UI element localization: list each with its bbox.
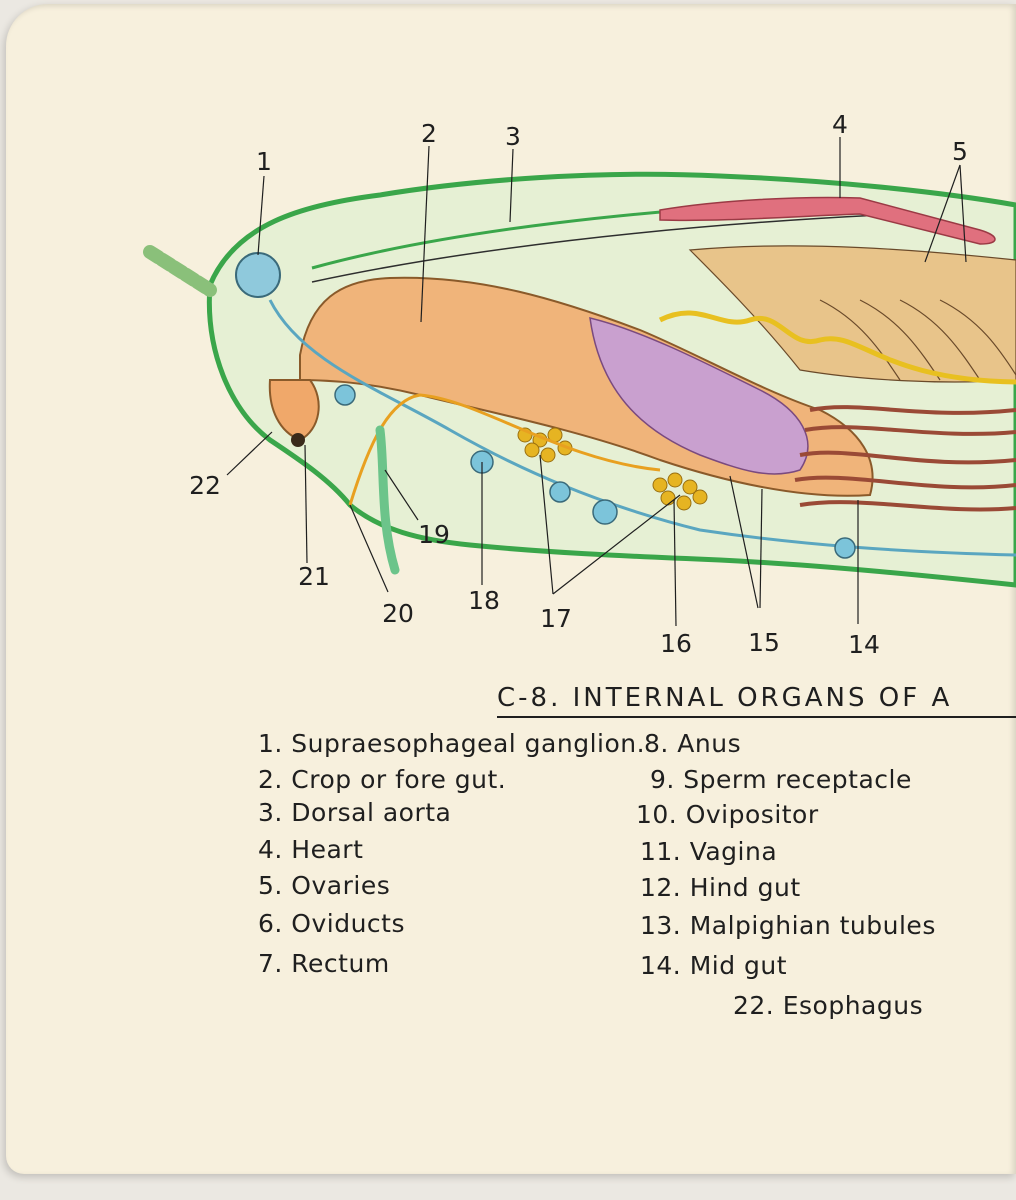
legend-item-12: 12. Hind gut bbox=[640, 873, 801, 902]
diagram-title: C-8. INTERNAL ORGANS OF A bbox=[497, 683, 1016, 718]
diagram-label-15: 15 bbox=[748, 628, 780, 657]
leader-lines bbox=[226, 137, 967, 627]
gastric-caeca bbox=[589, 317, 809, 475]
diagram-label-16: 16 bbox=[660, 629, 692, 658]
nerve-cord bbox=[268, 299, 1016, 557]
legend-item-10: 10. Ovipositor bbox=[636, 800, 819, 829]
anus-opening bbox=[291, 433, 305, 447]
antenna bbox=[143, 245, 217, 297]
nerve-ganglia bbox=[334, 384, 856, 559]
legend-item-2: 2. Crop or fore gut. bbox=[258, 765, 507, 794]
diagram-label-1: 1 bbox=[256, 147, 272, 176]
oviduct bbox=[658, 310, 1016, 385]
legend-item-9: 9. Sperm receptacle bbox=[650, 765, 912, 794]
diagram-label-18: 18 bbox=[468, 586, 500, 615]
legend-item-1: 1. Supraesophageal ganglion. bbox=[258, 729, 646, 758]
heart-organ bbox=[659, 196, 996, 245]
diagram-label-22: 22 bbox=[189, 471, 221, 500]
insect-anatomy-diagram: 1 2 3 4 5 14 15 16 17 18 19 20 21 22 bbox=[143, 110, 1016, 659]
legend-item-13: 13. Malpighian tubules bbox=[640, 911, 936, 940]
diagram-label-2: 2 bbox=[421, 119, 437, 148]
legend-item-11: 11. Vagina bbox=[640, 837, 778, 866]
legend-item-6: 6. Oviducts bbox=[258, 909, 406, 938]
diagram-label-14: 14 bbox=[848, 630, 880, 659]
legend-item-14: 14. Mid gut bbox=[640, 951, 788, 980]
diagram-label-19: 19 bbox=[418, 520, 450, 549]
legend-item-3: 3. Dorsal aorta bbox=[258, 798, 452, 827]
diagram-label-4: 4 bbox=[832, 110, 848, 139]
malpighian-tubules bbox=[794, 405, 1016, 512]
supraesophageal-ganglion bbox=[235, 252, 281, 298]
legend-item-5: 5. Ovaries bbox=[258, 871, 391, 900]
legend-item-4: 4. Heart bbox=[258, 835, 364, 864]
legend-item-8: 8. Anus bbox=[644, 729, 742, 758]
diagram-label-17: 17 bbox=[540, 604, 572, 633]
diagram-label-20: 20 bbox=[382, 599, 414, 628]
legend-item-22: 22. Esophagus bbox=[733, 991, 924, 1020]
diagram-label-3: 3 bbox=[505, 122, 521, 151]
oviduct-right bbox=[348, 393, 661, 506]
legend-item-7: 7. Rectum bbox=[258, 949, 390, 978]
diagram-label-5: 5 bbox=[952, 137, 968, 166]
dorsal-aorta-line-lower bbox=[311, 214, 881, 283]
reproductive-tube bbox=[375, 425, 400, 575]
egg-clusters bbox=[517, 427, 708, 511]
diagram-label-21: 21 bbox=[298, 562, 330, 591]
